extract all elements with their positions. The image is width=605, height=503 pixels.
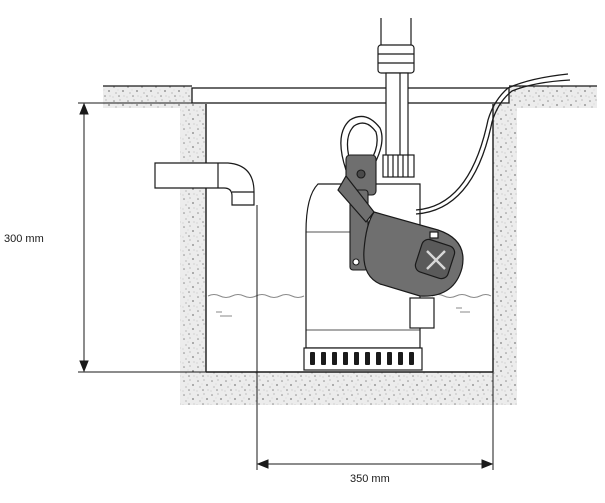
width-dimension	[256, 205, 494, 470]
discharge-pipe	[377, 18, 415, 159]
water-surface	[207, 294, 492, 317]
pump-inlet-grille	[310, 352, 414, 365]
power-cable	[415, 73, 571, 215]
width-dimension-label: 350 mm	[350, 473, 390, 485]
height-dimension	[78, 102, 206, 373]
pit-walls	[205, 104, 494, 373]
float-switch	[337, 174, 464, 329]
float-cable-loop	[340, 115, 383, 171]
concrete-surround	[103, 85, 597, 405]
pit-cover	[191, 87, 510, 104]
inlet-pipe	[154, 162, 255, 206]
height-dimension-label: 300 mm	[4, 233, 44, 245]
